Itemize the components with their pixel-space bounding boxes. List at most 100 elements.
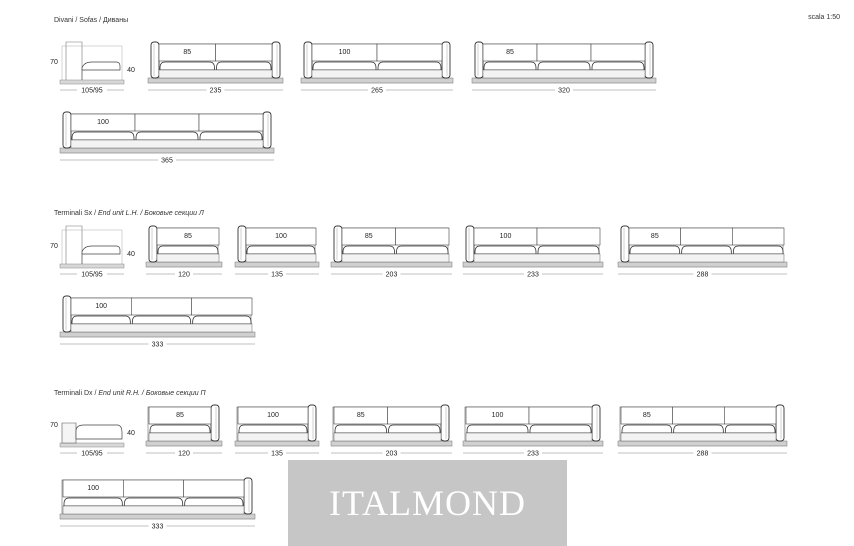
dim-width-label: 333 (152, 524, 164, 531)
dim-width-label: 265 (371, 88, 383, 95)
dim-width-mask (148, 521, 167, 529)
dim-width-mask (382, 269, 401, 277)
sofa-seat-cushion (192, 315, 252, 325)
sofa-base (617, 261, 788, 268)
dim-width-label: 320 (558, 88, 570, 95)
cushion-width-label: 100 (339, 49, 351, 56)
sofa-seat-cushion (131, 315, 192, 325)
sofa-seat-cushion (474, 245, 537, 255)
sofa-right-arm (644, 41, 654, 79)
sofa-seat-cushion (312, 61, 377, 71)
sofa-back-cushion (536, 43, 592, 62)
sofa-seat-cushion (629, 245, 681, 255)
sofa-left-arm (303, 41, 313, 79)
sofa-seat-cushion (377, 61, 442, 71)
dim-width-mask (555, 85, 573, 93)
sofa-seat-cushion (621, 424, 673, 434)
sofa-base (59, 331, 256, 338)
sofa-seat-cushion (159, 61, 215, 71)
sofa-base (147, 77, 284, 84)
sofa-module-233: 100 233 (462, 225, 604, 279)
sofa-seat-base (62, 505, 245, 515)
dim-width-mask (268, 448, 286, 456)
dim-depth-mask (77, 448, 107, 456)
sofa-seat-cushion (246, 245, 316, 255)
sofa-base (59, 147, 275, 154)
cushion-width-label: 100 (97, 119, 109, 126)
sofa-seat-cushion (724, 424, 776, 434)
dim-width-label: 233 (527, 272, 539, 279)
sofa-seat-cushion (732, 245, 784, 255)
dim-width-mask (693, 448, 712, 456)
sofa-seat-base (473, 253, 601, 263)
sofa-back-cushion (724, 406, 777, 425)
sofa-back-cushion (183, 479, 245, 498)
sofa-module-288: 85 288 (617, 404, 788, 458)
dim-width-label: 288 (697, 451, 709, 458)
sofa-back-cushion (156, 227, 220, 246)
sofa-right-arm (243, 477, 253, 515)
sofa-left-arm (148, 225, 158, 263)
sofa-left-arm (465, 225, 475, 263)
sofa-seat-cushion (149, 424, 211, 434)
sofa-back-cushion (237, 406, 309, 425)
section-title-terminal-dx: Terminali Dx / End unit R.H. / Боковые с… (54, 390, 206, 397)
sofa-seat-cushion (537, 61, 591, 71)
side-seat (81, 245, 121, 255)
sofa-base (59, 513, 256, 520)
sofa-back-cushion (245, 227, 317, 246)
sofa-seat-cushion (184, 497, 244, 507)
sofa-seat-cushion (123, 497, 184, 507)
sofa-module-265: 100 265 (300, 41, 454, 95)
sofa-seat-base (70, 139, 264, 149)
sofa-back-cushion (536, 227, 601, 246)
sofa-seat-cushion (342, 245, 395, 255)
sofa-seat-cushion (388, 424, 441, 434)
scale-label: scala 1:50 (808, 14, 840, 21)
sofa-seat-base (311, 69, 443, 79)
side-seat (81, 61, 121, 71)
cushion-width-label: 85 (184, 233, 192, 240)
sofa-base (471, 77, 657, 84)
dim-width-mask (368, 85, 386, 93)
dim-width-mask (148, 339, 167, 347)
side-frame (61, 45, 123, 80)
section-title-translation: End unit R.H. / Боковые секции П (98, 390, 206, 397)
side-frame (61, 229, 123, 264)
sofa-back-cushion (191, 297, 253, 316)
sofa-left-arm (333, 225, 343, 263)
dim-height-label: 70 (50, 422, 58, 429)
cushion-width-label: 85 (643, 412, 651, 419)
side-base (59, 79, 125, 85)
cushion-width-label: 100 (95, 303, 107, 310)
sofa-back-cushion (134, 113, 200, 132)
sofa-seat-base (237, 432, 309, 442)
dim-width-label: 333 (152, 342, 164, 349)
dim-width-mask (268, 269, 286, 277)
side-back (65, 225, 83, 264)
sofa-seat-base (482, 69, 646, 79)
sofa-seat-cushion (396, 245, 449, 255)
sofa-right-arm (591, 404, 601, 442)
dim-width-label: 203 (386, 451, 398, 458)
sofa-base (462, 261, 604, 268)
cushion-width-label: 100 (500, 233, 512, 240)
sofa-module-365: 100 365 (59, 111, 275, 165)
sofa-seat-cushion (483, 61, 537, 71)
sofa-seat-cushion (334, 424, 387, 434)
sofa-back-cushion (123, 479, 184, 498)
sofa-seat-cushion (681, 245, 732, 255)
sofa-left-arm (62, 295, 72, 333)
dim-width-label: 135 (271, 451, 283, 458)
sofa-right-arm (271, 41, 281, 79)
sofa-seat-cushion (71, 315, 131, 325)
dim-width-label: 365 (161, 158, 173, 165)
sofa-seat-cushion (591, 61, 645, 71)
sofa-back-cushion (148, 406, 212, 425)
sofa-left-arm (474, 41, 484, 79)
sofa-back-cushion (198, 113, 264, 132)
